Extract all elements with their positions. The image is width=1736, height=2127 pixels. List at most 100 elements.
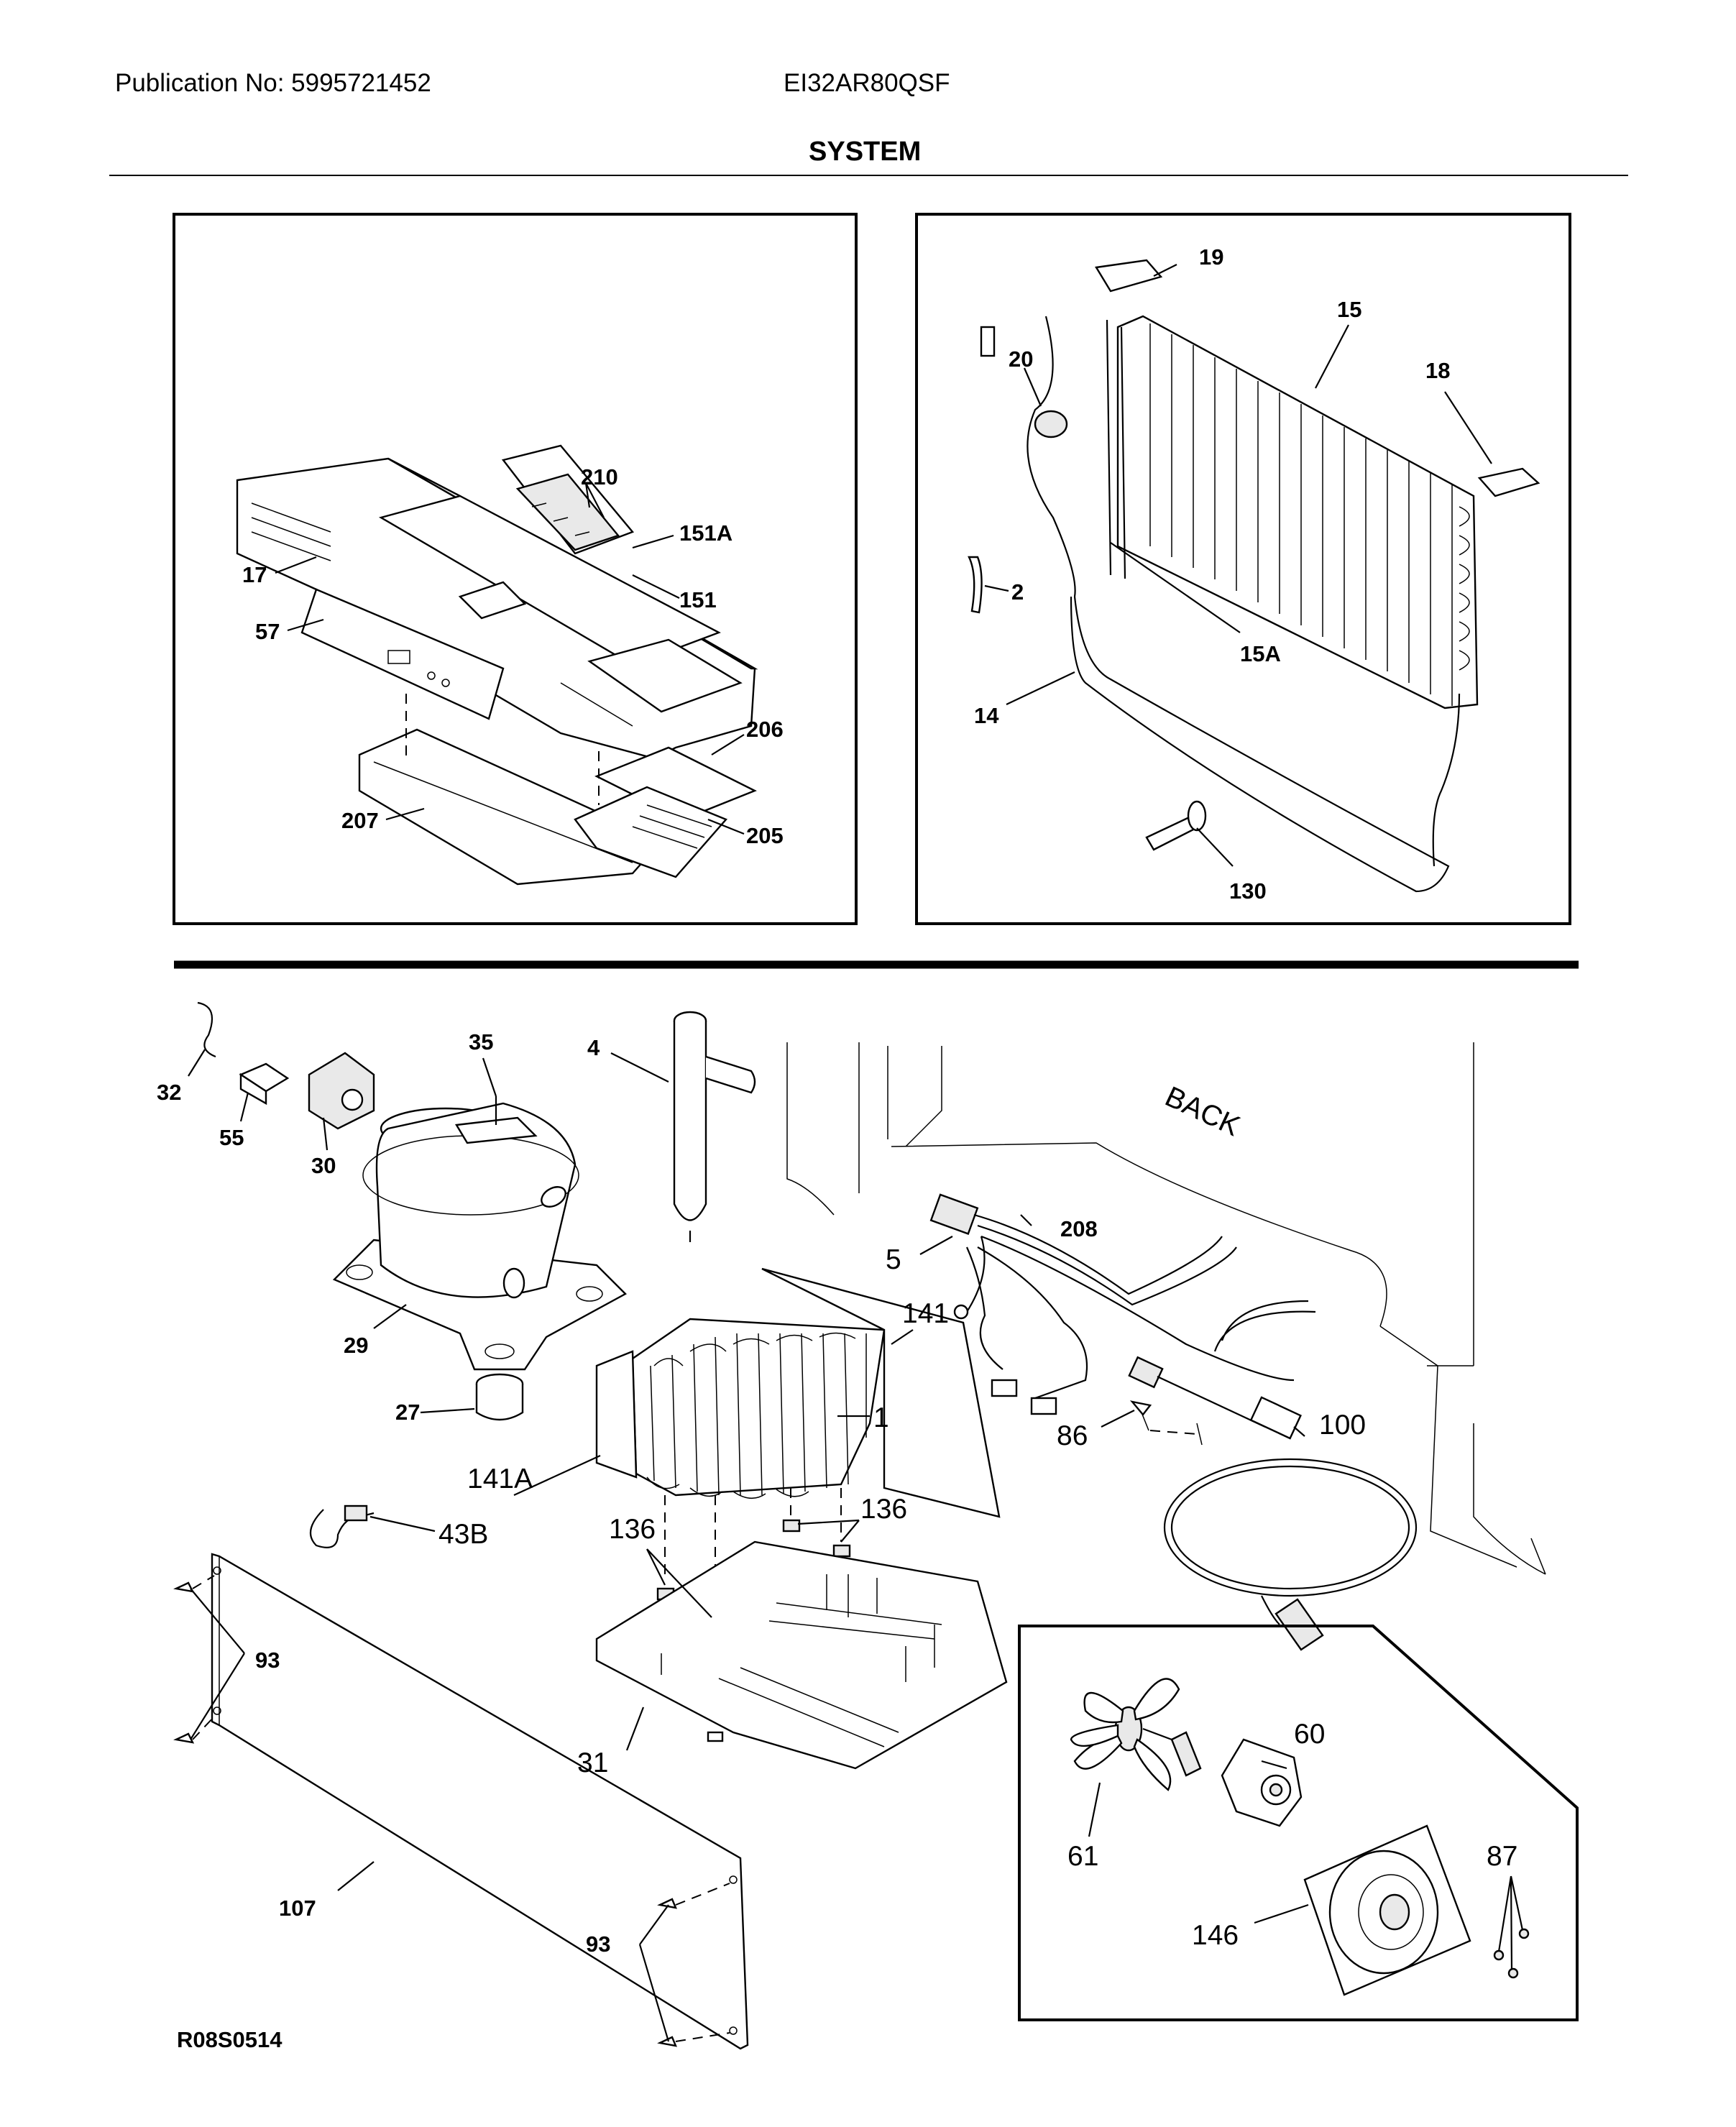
fan-shroud-screws: [1493, 1928, 1530, 1979]
leader-146: [1254, 1903, 1309, 1924]
compressor: [332, 1096, 627, 1371]
label-107: 107: [279, 1896, 316, 1921]
power-cord: [1128, 1356, 1418, 1651]
label-151A: 151A: [679, 520, 732, 546]
label-18: 18: [1425, 358, 1450, 383]
label-206: 206: [746, 717, 784, 742]
leader-31: [625, 1706, 645, 1751]
wire-harness: [929, 1193, 1316, 1415]
leader-205: [707, 818, 745, 835]
wire-terminal: [968, 556, 983, 614]
condenser-baffle-141: [761, 1267, 1001, 1518]
section-title: SYSTEM: [809, 137, 922, 167]
leader-93b: [638, 1904, 670, 2042]
label-43B: 43B: [438, 1519, 488, 1550]
label-136b: 136: [860, 1494, 907, 1525]
label-17: 17: [242, 562, 267, 587]
control-board: [501, 444, 635, 555]
relay-overload-cover: [197, 1001, 216, 1058]
leader-87: [1497, 1875, 1524, 1970]
start-relay: [308, 1052, 375, 1130]
condenser-coil: [631, 1318, 886, 1499]
condenser-baffle-141A: [595, 1350, 638, 1479]
leader-30: [322, 1117, 329, 1151]
leader-210: [584, 482, 605, 518]
label-60: 60: [1294, 1719, 1325, 1750]
label-30: 30: [311, 1153, 336, 1178]
label-141: 141: [902, 1298, 949, 1329]
leader-17: [275, 556, 317, 574]
leader-136b: [797, 1519, 860, 1543]
leader-206: [711, 734, 745, 755]
leader-35: [482, 1057, 497, 1097]
access-cover: [211, 1553, 749, 2050]
back-label: BACK: [1160, 1080, 1245, 1142]
leader-5: [919, 1236, 953, 1255]
label-14: 14: [974, 703, 999, 728]
leader-151: [632, 574, 680, 599]
leader-2: [984, 584, 1009, 592]
leader-61: [1088, 1782, 1101, 1837]
fan-shroud: [1303, 1824, 1471, 1996]
label-130: 130: [1229, 878, 1267, 904]
label-29: 29: [344, 1333, 368, 1358]
label-57: 57: [255, 619, 280, 644]
label-5: 5: [886, 1244, 901, 1275]
label-205: 205: [746, 823, 784, 848]
label-136a: 136: [609, 1514, 656, 1545]
label-15A: 15A: [1240, 641, 1281, 666]
label-2: 2: [1011, 579, 1024, 605]
defrost-thermostat: [980, 316, 1076, 597]
fan-blade: [1070, 1678, 1180, 1791]
leader-151A: [632, 534, 674, 549]
control-housing-assembly: [236, 457, 758, 760]
label-27: 27: [395, 1400, 420, 1425]
label-87: 87: [1487, 1841, 1517, 1872]
heater-wire: [1070, 596, 1461, 893]
label-4: 4: [587, 1035, 600, 1060]
diagram-code: R08S0514: [177, 2027, 283, 2052]
publication-number: Publication No: 5995721452: [115, 69, 431, 97]
cabinet-back-outline: [786, 1042, 1546, 1575]
leader-57: [287, 618, 324, 632]
leader-19: [1153, 264, 1177, 277]
machine-compartment-base: [595, 1540, 1008, 1770]
leader-141A: [513, 1455, 601, 1496]
leader-20: [1023, 367, 1042, 407]
leader-141: [891, 1329, 914, 1345]
leader-18: [1444, 391, 1492, 464]
label-141A: 141A: [467, 1464, 533, 1494]
overload-protector: [239, 1062, 290, 1106]
evaporator-cover-blocks: [1095, 259, 1540, 497]
filter-drier: [673, 1011, 756, 1242]
tubing-clip: [309, 1504, 375, 1548]
leader-29: [373, 1304, 407, 1329]
model-number: EI32AR80QSF: [784, 69, 950, 97]
panel-control-housing: [173, 213, 858, 925]
label-93b: 93: [586, 1931, 610, 1957]
label-19: 19: [1199, 244, 1223, 270]
label-1: 1: [873, 1402, 889, 1433]
leader-107: [337, 1861, 375, 1891]
label-35: 35: [469, 1029, 493, 1055]
leader-100: [1293, 1426, 1305, 1437]
grommet: [475, 1373, 524, 1421]
screw-86: [1129, 1400, 1203, 1446]
drain-plug: [1145, 800, 1207, 851]
leader-4: [610, 1052, 669, 1083]
control-panel-overlay: [300, 588, 505, 720]
label-86: 86: [1057, 1420, 1088, 1451]
leader-55: [239, 1092, 249, 1122]
filter-frame: [574, 746, 757, 878]
leader-130: [1196, 827, 1234, 867]
label-61: 61: [1067, 1841, 1098, 1872]
leader-32: [188, 1049, 206, 1077]
label-15: 15: [1337, 297, 1361, 322]
leader-60: [1261, 1760, 1287, 1770]
leader-86: [1101, 1410, 1135, 1428]
leader-208: [1020, 1214, 1032, 1226]
label-151: 151: [679, 587, 717, 612]
label-32: 32: [157, 1080, 181, 1105]
leader-93a: [190, 1588, 245, 1740]
